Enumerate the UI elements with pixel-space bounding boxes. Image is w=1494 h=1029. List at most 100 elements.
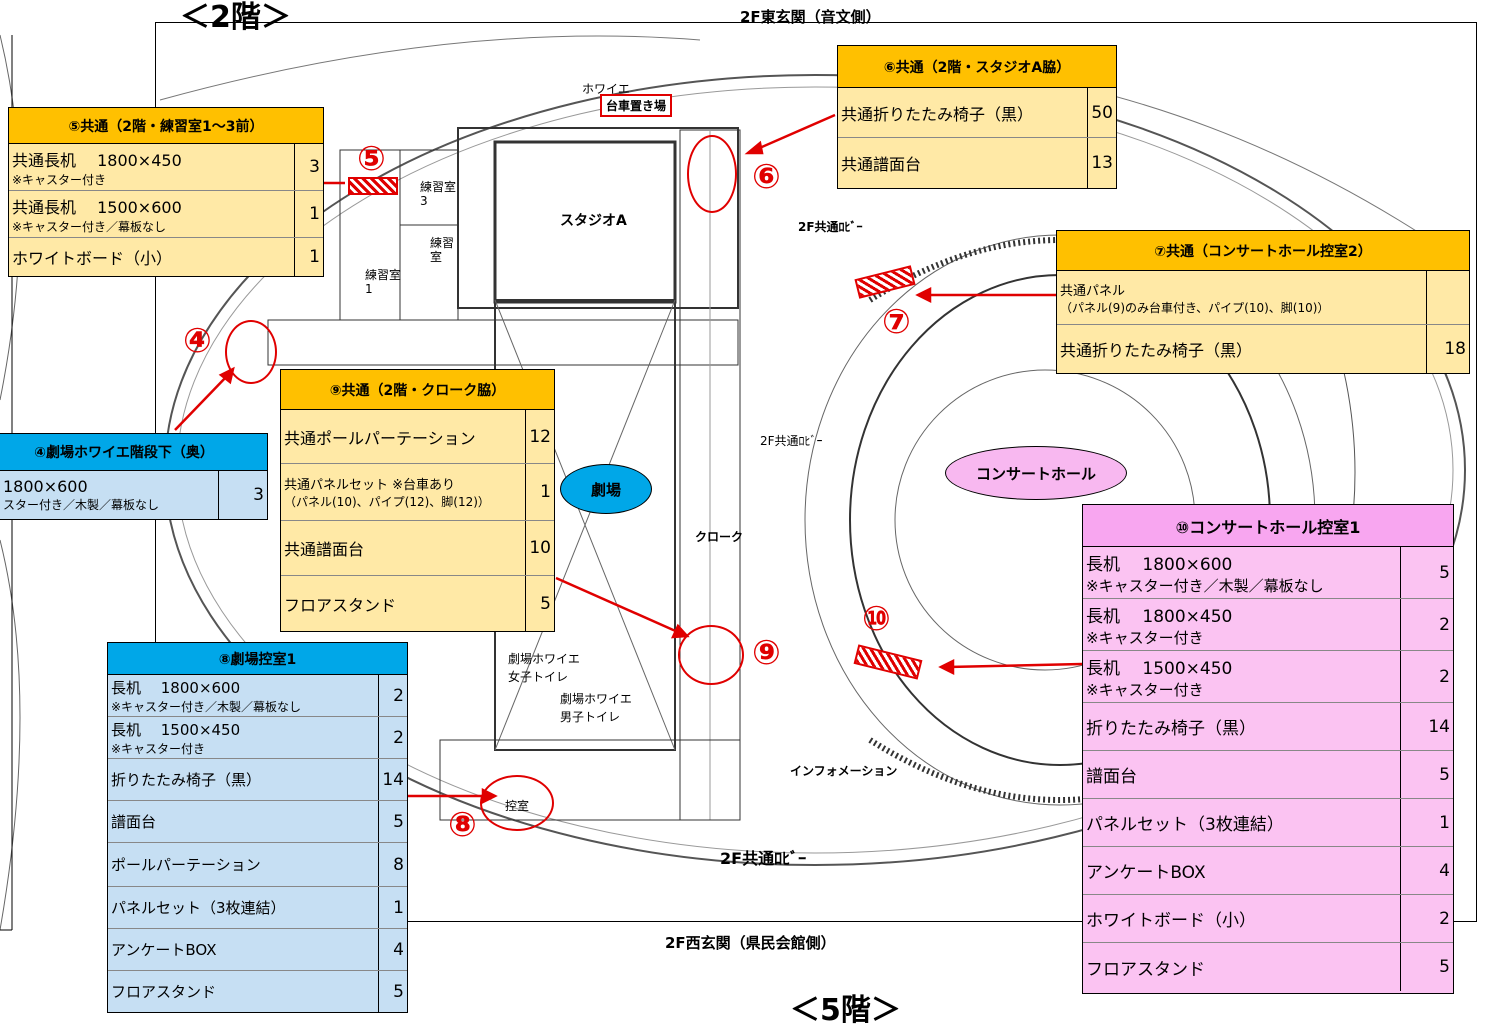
- table-row: アンケートBOX 4: [108, 929, 407, 971]
- item-note: ※キャスター付き: [1086, 628, 1204, 647]
- table-row: パネルセット（3枚連結） 1: [1083, 799, 1453, 847]
- concert-hall-bubble: コンサートホール: [945, 446, 1127, 500]
- item-qty: 4: [1439, 860, 1450, 881]
- item-note: （パネル(9)のみ台車付き、パイプ(10)、脚(10)）: [1060, 300, 1330, 315]
- item-name: パネルセット（3枚連結）: [1086, 815, 1284, 835]
- marker-4: ④: [183, 321, 212, 361]
- information-label: インフォメーション: [790, 764, 898, 778]
- table-7-title: ⑦共通（コンサートホール控室2）: [1057, 231, 1469, 271]
- table-row: 共通譜面台 10: [281, 521, 554, 576]
- item-qty: 1: [393, 897, 404, 918]
- table-10-concert-waiting-1: ⑩コンサートホール控室1 長机 1800×600※キャスター付き／木製／幕板なし…: [1082, 504, 1454, 994]
- item-qty: 5: [393, 811, 404, 832]
- practice-room-3-label: 練習室 3: [420, 180, 457, 208]
- item-note: スター付き／木製／幕板なし: [3, 498, 160, 512]
- table-row: 共通パネルセット ※台車あり （パネル(10)、パイプ(12)、脚(12)） 1: [281, 464, 554, 521]
- item-note: （パネル(10)、パイプ(12)、脚(12)）: [284, 495, 490, 509]
- lobby-top-label: 2F共通ﾛﾋﾞｰ: [798, 220, 863, 234]
- item-qty: 2: [1439, 666, 1450, 687]
- marker-6: ⑥: [752, 157, 781, 197]
- location-circle-6: [687, 135, 737, 213]
- item-qty: 14: [382, 769, 404, 790]
- item-name: 共通長机 1500×600: [12, 197, 182, 217]
- practice-room-1-label: 練習室 1: [365, 268, 402, 296]
- west-entrance-label: 2F西玄関（県民会館側）: [665, 934, 836, 952]
- lobby-mid-label: 2F共通ﾛﾋﾞｰ: [760, 434, 823, 448]
- table-row: ホワイトボード（小） 1: [9, 238, 323, 276]
- lobby-bottom-label: 2F共通ﾛﾋﾞｰ: [720, 849, 807, 868]
- item-name: 譜面台: [1086, 767, 1137, 787]
- table-row: 長机 1800×600※キャスター付き／木製／幕板なし 2: [108, 675, 407, 717]
- item-name: フロアスタンド: [284, 595, 397, 615]
- item-qty: 3: [309, 157, 320, 177]
- marker-9: ⑨: [752, 633, 781, 673]
- table-row: 長机 1500×450※キャスター付き 2: [1083, 651, 1453, 703]
- item-name: 譜面台: [111, 813, 157, 831]
- item-qty: 12: [529, 426, 551, 447]
- item-note: ※キャスター付き: [1086, 680, 1204, 699]
- item-note: ※キャスター付き: [12, 172, 107, 187]
- item-qty: 3: [253, 485, 264, 505]
- item-qty: 2: [393, 727, 404, 748]
- item-qty: 18: [1444, 339, 1466, 359]
- marker-5: ⑤: [357, 139, 386, 179]
- item-name: パネルセット（3枚連結）: [111, 899, 286, 917]
- table-row: ポールパーテーション 8: [108, 843, 407, 887]
- item-qty: 1: [309, 247, 320, 267]
- table-row: 共通長机 1500×600 ※キャスター付き／幕板なし 1: [9, 191, 323, 238]
- table-row: 共通パネル（パネル(9)のみ台車付き、パイプ(10)、脚(10)）: [1057, 271, 1469, 325]
- cart-storage-label: 台車置き場: [600, 94, 673, 117]
- location-circle-4: [225, 320, 277, 384]
- item-qty: 5: [393, 981, 404, 1002]
- location-circle-9: [678, 625, 744, 685]
- table-6-common-studio-a: ⑥共通（2階・スタジオA脇） 共通折りたたみ椅子（黒） 50 共通譜面台 13: [837, 45, 1117, 189]
- table-row: 1800×600 スター付き／木製／幕板なし 3: [0, 471, 267, 519]
- item-name: ポールパーテーション: [111, 856, 261, 874]
- table-5-title: ⑤共通（2階・練習室1～3前）: [9, 108, 323, 144]
- item-qty: [1427, 271, 1469, 324]
- marker-7: ⑦: [882, 302, 911, 342]
- item-qty: 5: [1439, 957, 1450, 977]
- practice-room-2-label: 練習 室: [430, 236, 455, 264]
- item-name: 共通パネルセット ※台車あり: [284, 478, 456, 493]
- location-circle-8: [480, 775, 554, 831]
- item-name: 折りたたみ椅子（黒）: [1086, 719, 1256, 739]
- table-row: 折りたたみ椅子（黒） 14: [108, 759, 407, 801]
- table-row: 長机 1800×600※キャスター付き／木製／幕板なし 5: [1083, 547, 1453, 599]
- table-8-theater-waiting-1: ⑧劇場控室1 長机 1800×600※キャスター付き／木製／幕板なし 2 長机 …: [107, 642, 408, 1013]
- item-name: 1800×600: [3, 477, 88, 496]
- table-row: ホワイトボード（小） 2: [1083, 895, 1453, 943]
- item-name: 長机 1500×450: [1086, 658, 1233, 679]
- floor-title: ＜2階＞: [180, 0, 291, 35]
- item-qty: 50: [1091, 102, 1113, 123]
- table-row: 譜面台 5: [1083, 751, 1453, 799]
- table-row: 共通長机 1800×450※キャスター付き 3: [9, 144, 323, 191]
- table-8-title: ⑧劇場控室1: [108, 643, 407, 675]
- item-note: ※キャスター付き／木製／幕板なし: [111, 699, 302, 714]
- item-qty: 14: [1428, 716, 1450, 737]
- item-qty: 1: [1439, 812, 1450, 833]
- item-name: 長机 1800×600: [1086, 554, 1233, 575]
- item-qty: 5: [1439, 562, 1450, 583]
- cloak-label: クローク: [695, 530, 744, 544]
- item-name: 共通折りたたみ椅子（黒）: [1060, 341, 1253, 360]
- item-note: ※キャスター付き／幕板なし: [12, 219, 167, 234]
- item-name: ホワイトボード（小）: [12, 249, 173, 268]
- item-name: ホワイトボード（小）: [1086, 911, 1256, 931]
- table-row: 共通譜面台 13: [838, 138, 1116, 188]
- theater-foyer-men-label: 劇場ホワイエ 男子トイレ: [560, 692, 632, 724]
- table-row: 共通ポールパーテーション 12: [281, 410, 554, 464]
- item-qty: 10: [529, 538, 551, 558]
- item-name: 共通譜面台: [841, 155, 922, 174]
- item-name: 共通譜面台: [284, 540, 365, 559]
- item-qty: 1: [309, 204, 320, 224]
- item-qty: 2: [1439, 908, 1450, 929]
- item-qty: 1: [540, 482, 551, 502]
- item-name: 長机 1500×450: [111, 720, 241, 739]
- item-name: 長机 1800×450: [1086, 606, 1233, 627]
- east-entrance-label: 2F東玄関（音文側）: [740, 8, 881, 26]
- table-row: アンケートBOX 4: [1083, 847, 1453, 895]
- table-row: 共通折りたたみ椅子（黒） 50: [838, 88, 1116, 138]
- marker-10: ⑩: [862, 599, 891, 639]
